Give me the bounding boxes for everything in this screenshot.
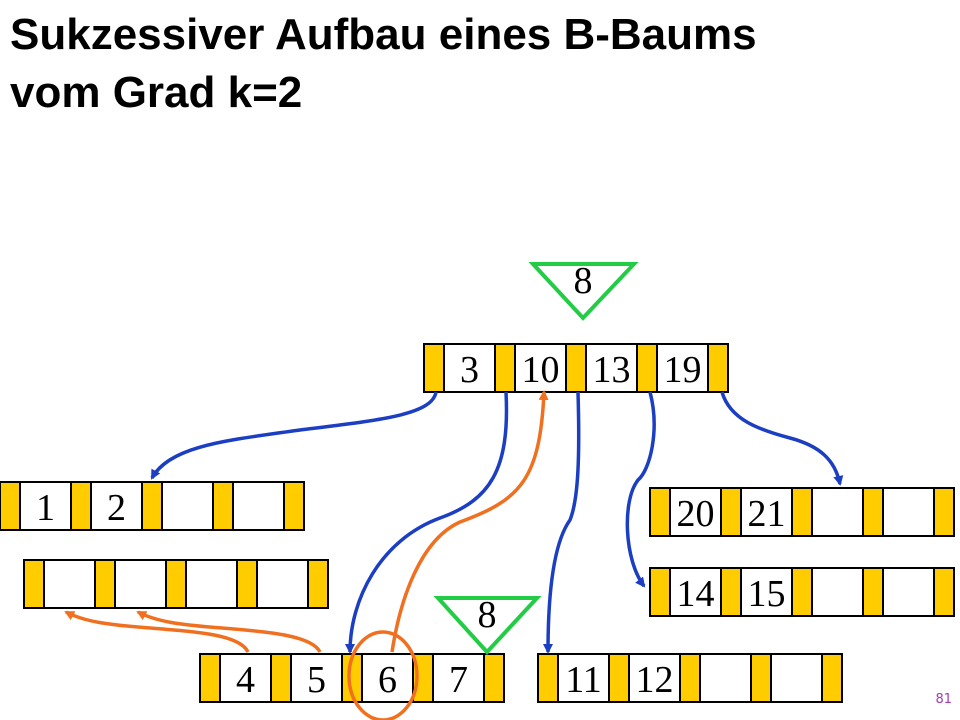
node-key: 5 — [307, 659, 326, 701]
node-key: 21 — [748, 493, 786, 535]
node-key: 4 — [236, 659, 255, 701]
node-key: 20 — [677, 493, 715, 535]
node-key: 7 — [449, 659, 468, 701]
pointer-slot — [94, 559, 116, 609]
node-key: 13 — [593, 349, 631, 391]
pointer-slot — [307, 559, 329, 609]
pointer-slot — [636, 343, 658, 393]
pointer-slot — [649, 567, 671, 617]
pointer-slot — [750, 653, 772, 703]
pointer-slot — [649, 487, 671, 537]
pointer-slot — [720, 487, 742, 537]
node-key: 15 — [748, 573, 786, 615]
pointer-slot — [283, 481, 305, 531]
split-arrow-5-to-empty-leaf — [136, 610, 322, 653]
pointer-slot — [791, 567, 813, 617]
node-key: 12 — [636, 659, 674, 701]
insert-marker-top: 8 — [528, 260, 639, 321]
pointer-slot — [679, 653, 701, 703]
pointer-slot — [23, 559, 45, 609]
pointer-slot — [423, 343, 445, 393]
node-leaf-4-7: 4 5 6 7 — [199, 653, 505, 703]
pointer-root-to-leaf-4-7 — [345, 391, 509, 654]
node-root: 3 10 13 19 — [423, 343, 729, 393]
insert-triangle-bottom — [433, 596, 542, 655]
child-pointers — [150, 391, 844, 654]
pointer-slot — [707, 343, 729, 393]
pointer-slot — [412, 653, 434, 703]
pointer-slot — [791, 487, 813, 537]
pointer-slot — [821, 653, 843, 703]
pointer-root-to-leaf-20-21 — [720, 391, 844, 486]
node-leaf-11-12: 11 12 — [537, 653, 843, 703]
pointer-slot — [165, 559, 187, 609]
pointer-slot — [0, 481, 21, 531]
node-key: 11 — [565, 659, 602, 701]
node-key: 6 — [378, 659, 397, 701]
node-key: 1 — [36, 487, 55, 529]
split-arrows — [64, 390, 549, 653]
node-leaf-empty — [23, 559, 329, 609]
highlight-circle-key-6 — [347, 630, 419, 720]
pointer-slot — [720, 567, 742, 617]
node-key: 14 — [677, 573, 715, 615]
pointer-slot — [933, 487, 955, 537]
pointer-slot — [70, 481, 92, 531]
insert-triangle-top — [528, 262, 639, 321]
slide-title-line-2: vom Grad k=2 — [10, 68, 303, 117]
pointer-slot — [933, 567, 955, 617]
split-arrow-6-to-root — [390, 390, 549, 653]
pointer-slot — [862, 567, 884, 617]
insert-marker-bottom: 8 — [433, 594, 542, 655]
pointer-slot — [565, 343, 587, 393]
pointer-slot — [212, 481, 234, 531]
pointer-root-to-leaf-1-2 — [150, 391, 438, 480]
node-key: 3 — [460, 349, 479, 391]
node-leaf-14-15: 14 15 — [649, 567, 955, 617]
pointer-root-to-leaf-11-12 — [543, 391, 581, 654]
node-key: 19 — [664, 349, 702, 391]
pointer-slot — [494, 343, 516, 393]
pointer-slot — [483, 653, 505, 703]
pointer-slot — [608, 653, 630, 703]
pointer-slot — [141, 481, 163, 531]
split-arrow-4-to-empty-leaf — [64, 610, 250, 653]
slide-title: Sukzessiver Aufbau eines B-Baums vom Gra… — [10, 6, 950, 122]
pointer-slot — [199, 653, 221, 703]
node-key: 2 — [107, 487, 126, 529]
pointer-slot — [537, 653, 559, 703]
pointer-slot — [862, 487, 884, 537]
pointer-slot — [270, 653, 292, 703]
insert-key-top: 8 — [574, 260, 593, 302]
pointer-root-to-leaf-14-15 — [625, 391, 656, 588]
slide-title-line-1: Sukzessiver Aufbau eines B-Baums — [10, 10, 757, 59]
page-number: 81 — [935, 692, 952, 707]
insert-key-bottom: 8 — [478, 594, 497, 636]
pointer-slot — [236, 559, 258, 609]
node-key: 10 — [522, 349, 560, 391]
